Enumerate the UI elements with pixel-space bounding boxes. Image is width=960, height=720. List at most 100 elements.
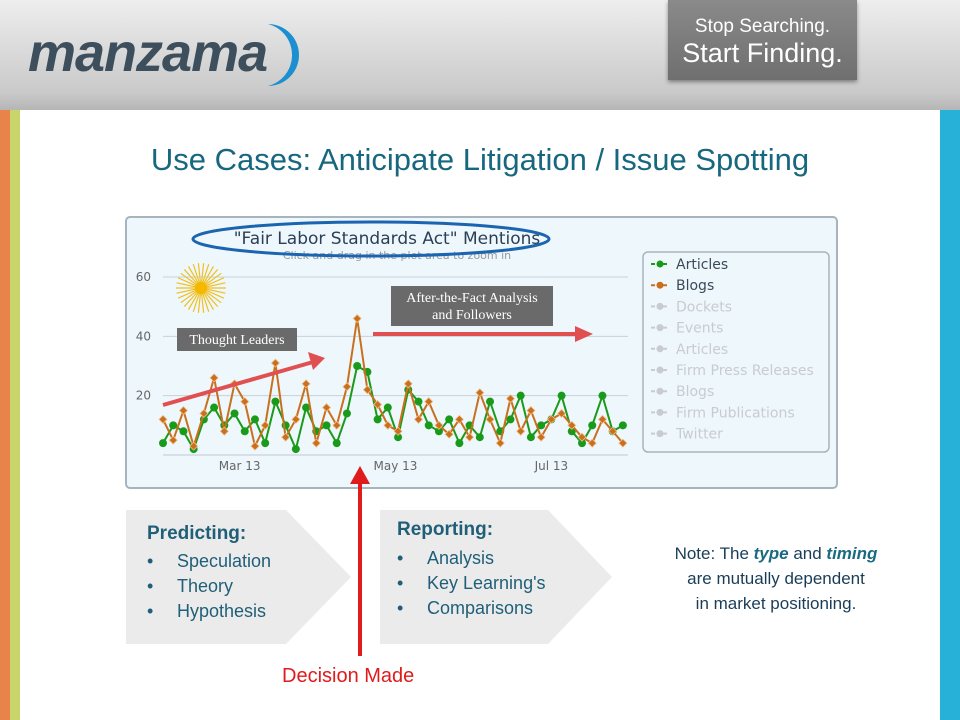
data-point-articles [486,397,495,406]
list-item: Hypothesis [177,601,267,621]
data-point-articles [537,421,546,430]
data-point-blogs [168,435,178,445]
legend-item[interactable]: Blogs [676,278,714,294]
legend-item[interactable]: Articles [676,257,728,273]
bullet: • [147,551,154,571]
note-type-word: type [753,544,789,563]
data-point-blogs [260,420,270,430]
data-point-articles [179,427,188,436]
sun-icon [176,263,226,313]
bullet: • [397,598,404,618]
note-timing-word: timing [826,544,878,563]
data-point-blogs [608,426,618,436]
data-point-blogs [373,400,383,410]
data-point-blogs [393,426,403,436]
data-point-blogs [516,426,526,436]
data-point-articles [414,397,423,406]
legend-marker-icon [656,324,664,332]
note-prefix: Note: The [674,544,754,563]
data-point-blogs [424,397,434,407]
x-tick-label: Jul 13 [534,459,569,473]
data-point-blogs [475,388,485,398]
data-point-articles [271,397,280,406]
y-tick-label: 40 [136,329,151,343]
decision-made-label: Decision Made [282,665,415,687]
legend-item[interactable]: Blogs [676,384,714,400]
legend-marker-icon [656,302,664,310]
left-stripe-orange [0,110,10,720]
predicting-list: •Speculation •Theory •Hypothesis [147,551,271,626]
note-line3: in market positioning. [695,594,857,613]
list-item: Analysis [427,548,495,568]
data-point-articles [557,391,566,400]
left-stripe-green [10,110,20,720]
data-point-articles [210,403,219,412]
data-point-blogs [618,438,628,448]
data-point-blogs [536,432,546,442]
sun-core [195,282,207,294]
data-point-blogs [557,408,567,419]
data-point-articles [261,439,270,448]
data-point-blogs [311,438,321,448]
bullet: • [147,576,154,596]
y-tick-label: 20 [136,389,151,403]
thought-leaders-label: Thought Leaders [189,333,284,348]
legend-item[interactable]: Articles [676,342,728,358]
data-point-blogs [281,432,291,442]
legend-item[interactable]: Twitter [675,427,723,443]
data-point-articles [302,403,311,412]
data-point-blogs [158,414,168,424]
data-point-blogs [178,405,189,416]
data-point-blogs [485,414,495,424]
list-item: Theory [177,576,234,596]
logo-swoosh-icon [268,24,299,86]
data-point-articles [578,439,587,448]
list-item: Key Learning's [427,573,546,593]
x-tick-label: Mar 13 [219,459,261,473]
reporting-heading: Reporting: [397,519,494,540]
data-point-articles [230,409,239,418]
data-point-blogs [362,385,372,395]
reporting-chevron [380,510,612,644]
legend-item[interactable]: Firm Publications [676,405,795,421]
data-point-blogs [250,441,260,451]
data-point-articles [588,421,597,430]
data-point-articles [394,433,403,442]
bullet: • [397,548,404,568]
legend-item[interactable]: Events [676,321,723,337]
data-point-articles [240,427,249,436]
data-point-blogs [444,429,454,439]
data-point-blogs [332,420,342,430]
data-point-articles [373,415,382,424]
y-tick-label: 60 [136,270,151,284]
data-point-blogs [189,441,199,451]
data-point-articles [250,415,259,424]
legend-item[interactable]: Dockets [676,299,732,315]
data-point-articles [598,391,607,400]
data-point-articles [445,415,454,424]
manzama-logo: manzama [28,23,268,83]
data-point-blogs [342,382,352,392]
legend-marker-icon [656,281,664,289]
data-point-articles [342,409,351,418]
data-point-blogs [270,358,280,368]
note-line2: are mutually dependent [687,569,865,588]
data-point-blogs [465,432,475,442]
after-fact-label-box [391,286,553,326]
data-point-blogs [567,420,577,430]
data-point-articles [567,427,576,436]
chart-title: "Fair Labor Standards Act" Mentions [234,229,541,249]
data-point-articles [455,439,464,448]
thought-leaders-arrow [162,360,314,407]
data-point-blogs [240,397,250,407]
data-point-blogs [352,313,362,324]
legend-item[interactable]: Firm Press Releases [676,363,814,379]
data-point-articles [618,421,627,430]
after-fact-label-line2: and Followers [432,308,512,323]
x-tick-label: May 13 [374,459,418,473]
legend-marker-icon [656,387,664,395]
data-point-blogs [546,414,556,424]
data-point-blogs [505,394,516,404]
right-stripe-blue [940,110,960,720]
